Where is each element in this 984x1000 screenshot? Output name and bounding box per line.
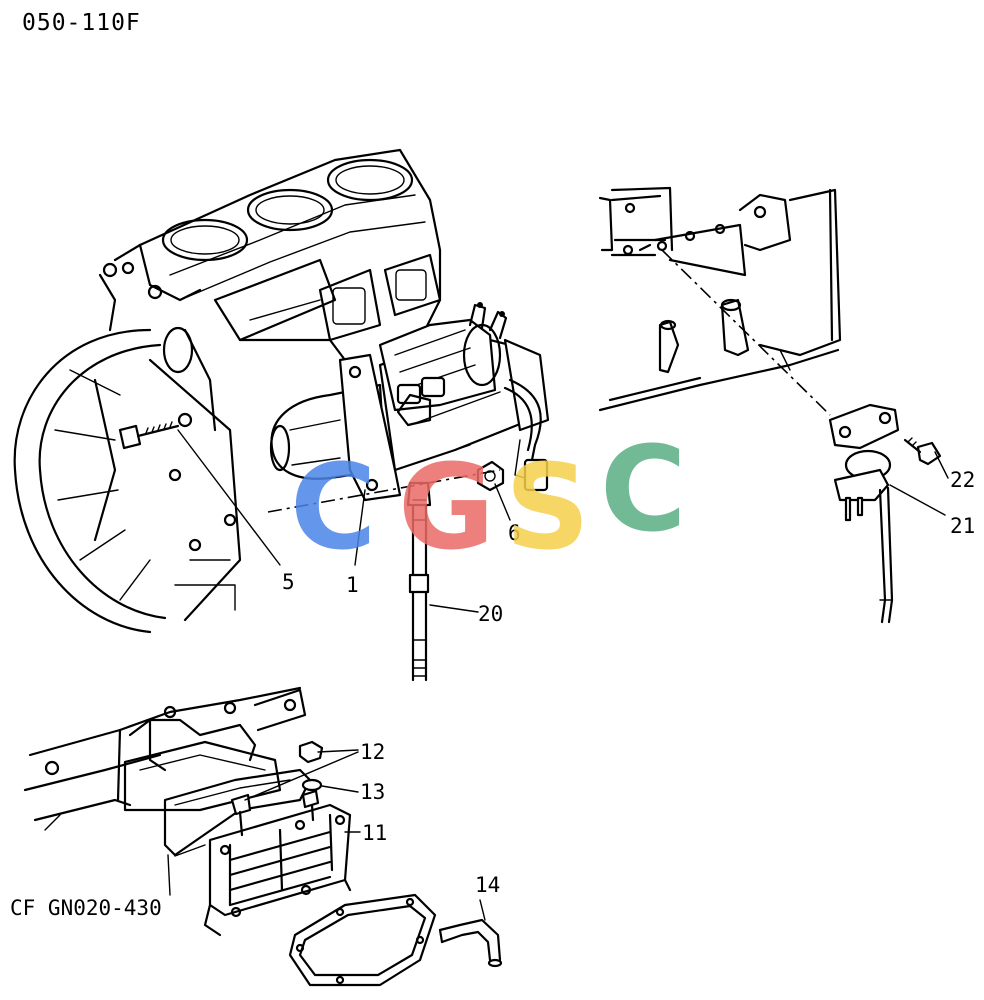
alignment-line-starter bbox=[267, 469, 501, 513]
sensor-part-21 bbox=[828, 403, 900, 624]
sensor-part-22 bbox=[903, 437, 942, 466]
watermark-letter-3: S bbox=[505, 438, 590, 576]
callout-labels: 1 5 6 20 21 22 12 13 11 14 CF GN020-430 bbox=[10, 468, 975, 920]
starter-motor-part-1 bbox=[269, 302, 550, 502]
callout-20: 20 bbox=[478, 602, 503, 626]
watermark-letter-4: C bbox=[600, 420, 687, 558]
leader-lines bbox=[167, 429, 949, 921]
callout-11: 11 bbox=[362, 821, 387, 845]
callout-13: 13 bbox=[360, 780, 385, 804]
alignment-line-sensor bbox=[661, 249, 831, 416]
engine-side-detail-illustration bbox=[598, 186, 842, 412]
callout-5: 5 bbox=[282, 570, 295, 594]
callout-21: 21 bbox=[950, 514, 975, 538]
watermark-letter-2: G bbox=[398, 438, 495, 576]
lower-assembly-illustration bbox=[23, 686, 503, 987]
bolt-part-5 bbox=[118, 421, 180, 450]
callout-12: 12 bbox=[360, 740, 385, 764]
callout-1: 1 bbox=[346, 573, 359, 597]
watermark-logo: C G S C bbox=[290, 420, 687, 576]
callout-22: 22 bbox=[950, 468, 975, 492]
rod-part-20 bbox=[406, 481, 432, 682]
nut-part-6 bbox=[476, 460, 505, 492]
watermark-letter-1: C bbox=[290, 438, 377, 576]
callout-14: 14 bbox=[475, 873, 500, 897]
engine-block-illustration bbox=[13, 148, 442, 634]
reference-note: CF GN020-430 bbox=[10, 896, 162, 920]
diagram-code: 050-110F bbox=[22, 10, 141, 36]
callout-6: 6 bbox=[508, 521, 521, 545]
